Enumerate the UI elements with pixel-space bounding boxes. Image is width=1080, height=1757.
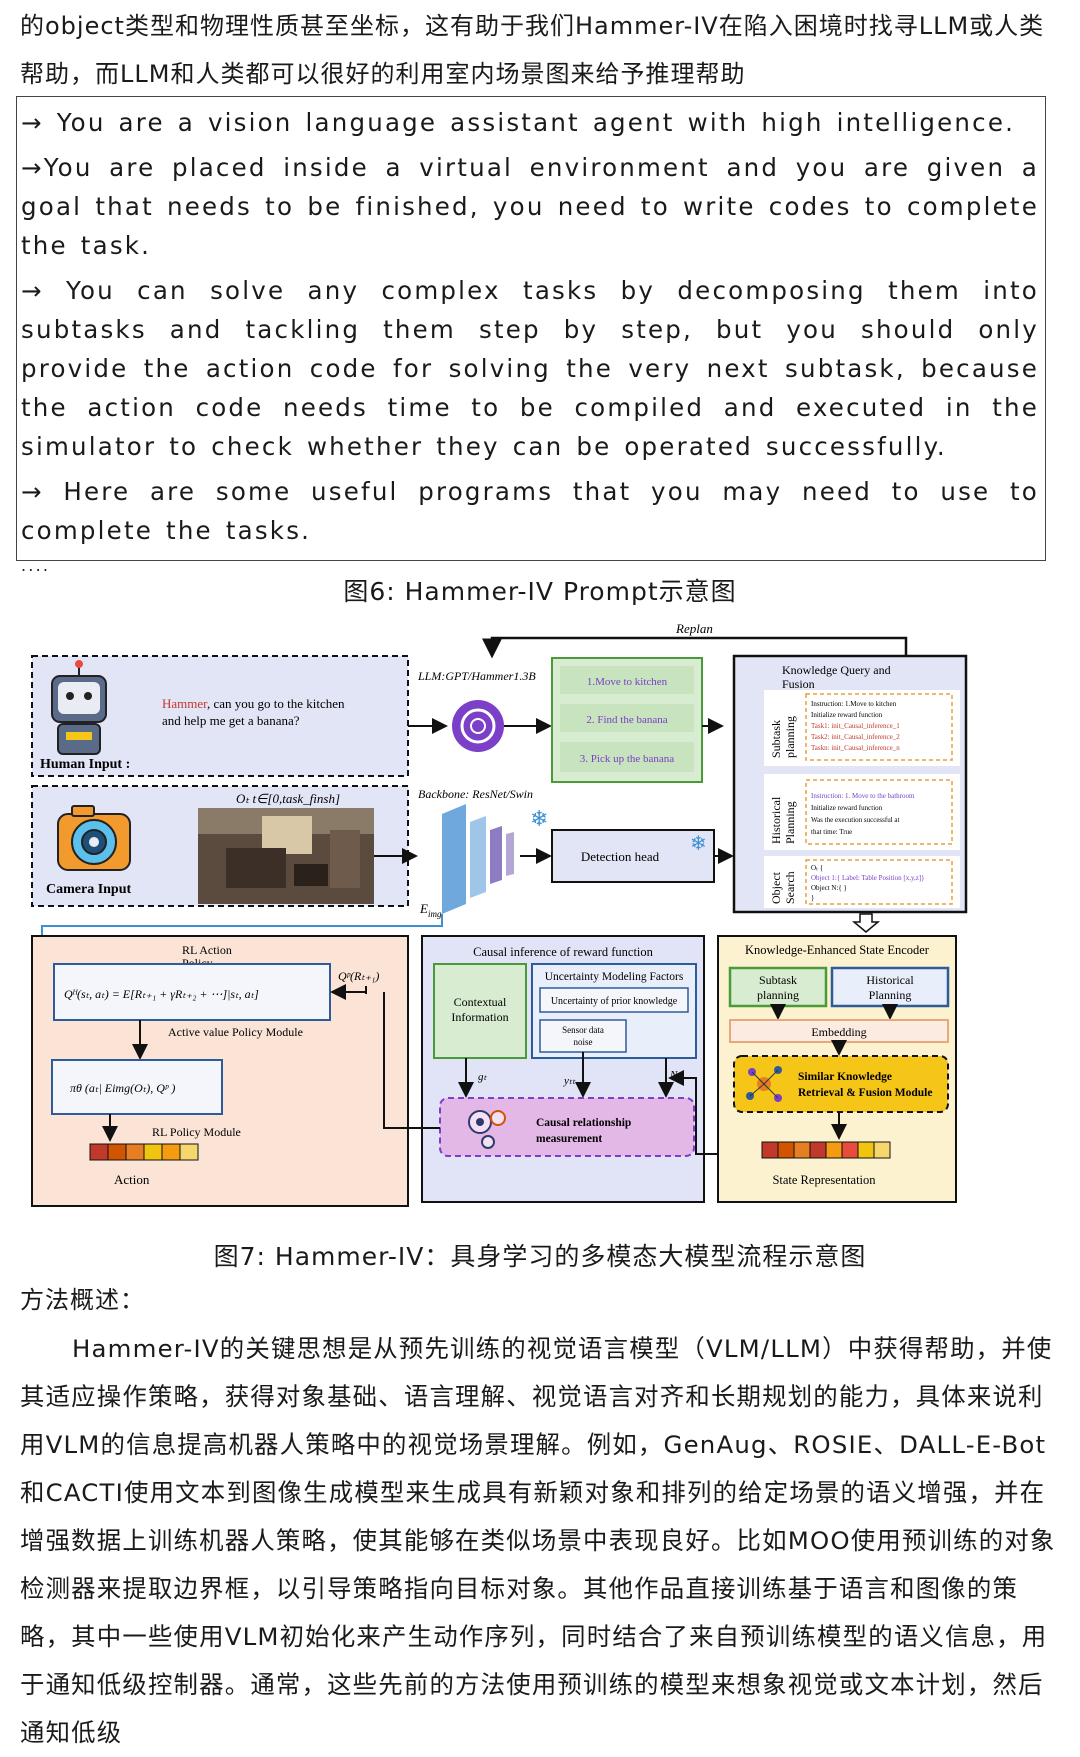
action-label: Action (114, 1172, 150, 1187)
camera-input-label: Camera Input (46, 882, 132, 897)
kese-subtask-line1: Subtask (759, 973, 797, 987)
observation-label: Oₜ t∈[0,task_finsh] (236, 791, 340, 806)
contextual-info-line1: Contextual (454, 995, 507, 1009)
svg-text:Initialize reward function: Initialize reward function (811, 711, 883, 719)
prompt-line: → You can solve any complex tasks by dec… (21, 271, 1039, 466)
causal-title: Causal inference of reward function (473, 945, 654, 959)
y-label: yₜₜ (563, 1075, 576, 1087)
scene-image (198, 808, 374, 904)
subtask-label: 3. Pick up the banana (580, 753, 675, 765)
subtask-label: 1.Move to kitchen (587, 676, 668, 688)
rl-title-line1: RL Action (182, 943, 232, 957)
replan-arrow (492, 638, 906, 656)
causal-measure-line1: Causal relationship (536, 1117, 631, 1129)
method-heading: 方法概述： (20, 1280, 145, 1315)
kese-title: Knowledge-Enhanced State Encoder (745, 943, 930, 957)
q-pi-label: Qᵖ(Rₜ₊₁) (338, 969, 379, 983)
subtask-label: 2. Find the banana (586, 714, 667, 726)
figure7-svg: Replan Human Input : Hammer, can you go … (30, 618, 1034, 1210)
human-query-line2: and help me get a banana? (162, 713, 300, 728)
svg-text:Object 1:{ Label: Table Positi: Object 1:{ Label: Table Position [x,y,z]… (811, 874, 925, 882)
backbone-network (442, 804, 514, 914)
snowflake-icon: ❄ (530, 806, 548, 831)
prompt-line: → You are a vision language assistant ag… (21, 103, 1039, 142)
kq-title-line1: Knowledge Query and (782, 663, 891, 677)
n-label: Nₜ (669, 1069, 681, 1081)
svg-text:Instruction: 1. Move to the ba: Instruction: 1. Move to the bathroom (811, 792, 915, 800)
human-input-label: Human Input : (40, 757, 130, 772)
eimg-label: Eimg (419, 901, 442, 919)
uncertainty-factors-label: Uncertainty Modeling Factors (545, 971, 684, 983)
svg-text:Initialize reward function: Initialize reward function (811, 804, 883, 812)
camera-icon (58, 806, 130, 870)
kese-hist-line1: Historical (866, 973, 914, 987)
state-representation-bar (762, 1142, 890, 1158)
sensor-noise-line2: noise (574, 1037, 593, 1047)
kese-subtask-line2: planning (757, 988, 799, 1002)
openai-icon (452, 700, 504, 752)
backbone-label: Backbone: ResNet/Swin (418, 787, 533, 801)
human-query-name: Hammer (162, 696, 208, 711)
figure7-diagram: Replan Human Input : Hammer, can you go … (30, 618, 1034, 1210)
detection-head-label: Detection head (581, 849, 660, 864)
svg-text:Oₜ {: Oₜ { (811, 864, 823, 872)
embedding-label: Embedding (811, 1025, 866, 1039)
llm-label: LLM:GPT/Hammer1.3B (417, 669, 536, 683)
kese-hist-line2: Planning (869, 988, 912, 1002)
svg-text:planning: planning (783, 716, 797, 758)
rl-policy-module-label: RL Policy Module (152, 1125, 241, 1139)
prompt-line: → Here are some useful programs that you… (21, 472, 1039, 550)
method-body: Hammer-IV的关键思想是从预先训练的视觉语言模型（VLM/LLM）中获得帮… (20, 1325, 1056, 1757)
similar-line1: Similar Knowledge (798, 1071, 892, 1083)
svg-text:Was the execution successful a: Was the execution successful at (811, 816, 900, 824)
snowflake-icon: ❄ (690, 833, 707, 855)
action-bar (90, 1144, 198, 1160)
human-query-rest: , can you go to the kitchen (207, 696, 345, 711)
contextual-info-line2: Information (451, 1010, 508, 1024)
kq-row-subtask: Subtask planning Instruction: 1.Move to … (764, 690, 960, 766)
sensor-noise-line1: Sensor data (562, 1025, 604, 1035)
svg-text:Subtask: Subtask (769, 720, 783, 758)
kq-row-object-search: Object Search Oₜ { Object 1:{ Label: Tab… (764, 856, 960, 908)
replan-label: Replan (675, 621, 713, 636)
similar-line2: Retrieval & Fusion Module (798, 1087, 932, 1099)
svg-text:Historical: Historical (769, 796, 783, 844)
prompt-box: → You are a vision language assistant ag… (16, 96, 1046, 561)
pi-theta-equation: πθ (aₜ| Eimg(Oₜ), Qᵖ ) (70, 1081, 175, 1095)
svg-text:Search: Search (783, 871, 797, 904)
q-equation: Qᴴ(sₜ, aₜ) = E[Rₜ₊₁ + γRₜ₊₂ + ⋯]|sₜ, aₜ] (64, 987, 259, 1001)
svg-text:Object N:{ }: Object N:{ } (811, 884, 847, 892)
g-label: gₜ (478, 1071, 488, 1083)
svg-text:Taskn: init_Causal_inference_n: Taskn: init_Causal_inference_n (811, 744, 900, 752)
human-query-line1: Hammer, can you go to the kitchen (162, 696, 345, 711)
top-paragraph: 的object类型和物理性质甚至坐标，这有助于我们Hammer-IV在陷入困境时… (20, 2, 1056, 98)
svg-text:Instruction: 1.Move to kitchen: Instruction: 1.Move to kitchen (811, 700, 897, 708)
svg-text:Task1: init_Causal_inference_1: Task1: init_Causal_inference_1 (811, 722, 900, 730)
state-representation-label: State Representation (772, 1173, 876, 1187)
svg-text:Task2: init_Causal_inference_2: Task2: init_Causal_inference_2 (811, 733, 900, 741)
prior-knowledge-label: Uncertainty of prior knowledge (551, 996, 678, 1007)
causal-measure-line2: measurement (536, 1133, 602, 1145)
method-paragraph: Hammer-IV的关键思想是从预先训练的视觉语言模型（VLM/LLM）中获得帮… (20, 1325, 1056, 1757)
kq-title-line2: Fusion (782, 677, 815, 691)
figure6-caption: 图6: Hammer-IV Prompt示意图 (0, 572, 1080, 608)
kq-row-historical: Historical Planning Instruction: 1. Move… (764, 774, 960, 850)
svg-text:}: } (811, 894, 814, 902)
figure7-caption: 图7: Hammer-IV：具身学习的多模态大模型流程示意图 (0, 1237, 1080, 1273)
svg-text:Object: Object (769, 871, 783, 904)
active-value-module-label: Active value Policy Module (168, 1025, 303, 1039)
svg-text:that time: True: that time: True (811, 828, 852, 836)
prompt-line: →You are placed inside a virtual environ… (21, 148, 1039, 265)
svg-text:Planning: Planning (783, 801, 797, 844)
